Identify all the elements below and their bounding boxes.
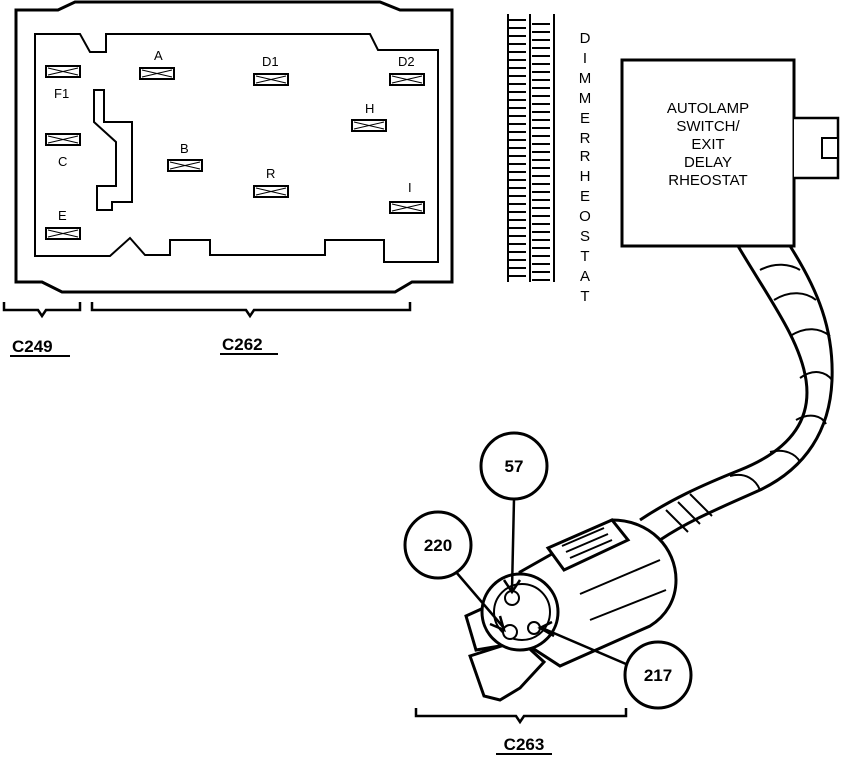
panel-inner-outline: [34, 33, 439, 263]
pin-label-a: A: [154, 48, 163, 63]
panel-braces: [2, 302, 412, 319]
callout-57-label: 57: [505, 457, 524, 476]
wire-harness: [639, 245, 834, 542]
autolamp-line3: EXIT: [691, 136, 724, 153]
leader-217: [541, 626, 627, 666]
pin-label-f1: F1: [54, 86, 69, 101]
pin-terminal: [45, 227, 81, 240]
c249-label: C249: [12, 337, 53, 356]
c249-brace: [2, 302, 82, 319]
pin-label-d2: D2: [398, 54, 415, 69]
panel-outline: [14, 0, 454, 294]
autolamp-switch-box: [620, 58, 840, 248]
callouts: [403, 431, 693, 710]
leader-217-arrow: [537, 620, 555, 638]
harness-wires: [665, 493, 713, 533]
dimmer-rheostat-strip: [507, 14, 555, 282]
pin-terminal: [389, 73, 425, 86]
leader-220-arrow: [489, 615, 506, 633]
harness-wrap-1: [759, 263, 801, 271]
c263-plug: [464, 518, 678, 702]
pin-terminal: [139, 67, 175, 80]
harness-wrap-6: [769, 449, 801, 463]
autolamp-body: [620, 58, 796, 248]
pin-label-d1: D1: [262, 54, 279, 69]
harness-wrap-4: [799, 371, 833, 381]
harness-wrap-3: [789, 328, 831, 337]
pin-terminal: [389, 201, 425, 214]
pin-terminal: [167, 159, 203, 172]
panel-key-shape: [93, 89, 133, 211]
c262-label: C262: [222, 335, 263, 354]
callout-leaders: [455, 498, 627, 666]
c263-brace: [414, 708, 628, 725]
leader-57: [510, 498, 516, 591]
dimmer-label-line2: RHEOSTAT: [577, 148, 594, 308]
harness-wrap-2: [773, 292, 817, 301]
plug-latch-grip: [561, 527, 613, 559]
callout-220-bubble: [403, 510, 473, 580]
pin-terminals: [45, 65, 425, 240]
plug-latch: [545, 518, 631, 572]
autolamp-line1: AUTOLAMP: [667, 100, 749, 117]
dimmer-label: DIMMER RHEOSTAT: [577, 30, 594, 308]
harness-right-edge: [659, 245, 834, 542]
pin-label-i: I: [408, 180, 412, 195]
autolamp-side-tab-slot: [821, 137, 839, 159]
autolamp-line2: SWITCH/: [676, 118, 740, 135]
pin-label-h: H: [365, 101, 374, 116]
pin-terminal: [253, 73, 289, 86]
pin-label-e: E: [58, 208, 67, 223]
connector-panel: [14, 0, 454, 294]
plug-body-line: [579, 559, 667, 621]
leader-57-arrow: [502, 579, 522, 595]
callout-220-label: 220: [424, 536, 452, 555]
pin-labels: A D1 D2 F1 H C B R I E: [54, 48, 415, 223]
plug-pin-220: [502, 624, 518, 640]
harness-wrap-7: [729, 474, 761, 491]
harness-wrap-5: [795, 414, 827, 425]
autolamp-label: AUTOLAMP SWITCH/ EXIT DELAY RHEOSTAT: [667, 100, 749, 189]
callout-217-label: 217: [644, 666, 672, 685]
harness-left-edge: [639, 245, 809, 522]
pin-label-c: C: [58, 154, 67, 169]
pin-terminal: [351, 119, 387, 132]
pin-terminal: [45, 133, 81, 146]
dimmer-label-line1: DIMMER: [577, 30, 594, 150]
pin-label-b: B: [180, 141, 189, 156]
pin-terminal: [45, 65, 81, 78]
leader-220: [455, 571, 505, 629]
c263-label: C263: [504, 735, 545, 754]
callout-217-bubble: [623, 640, 693, 710]
autolamp-line4: DELAY: [684, 154, 732, 171]
pin-terminal: [253, 185, 289, 198]
pin-label-r: R: [266, 166, 275, 181]
autolamp-line5: RHEOSTAT: [668, 172, 747, 189]
c262-brace: [90, 302, 412, 319]
